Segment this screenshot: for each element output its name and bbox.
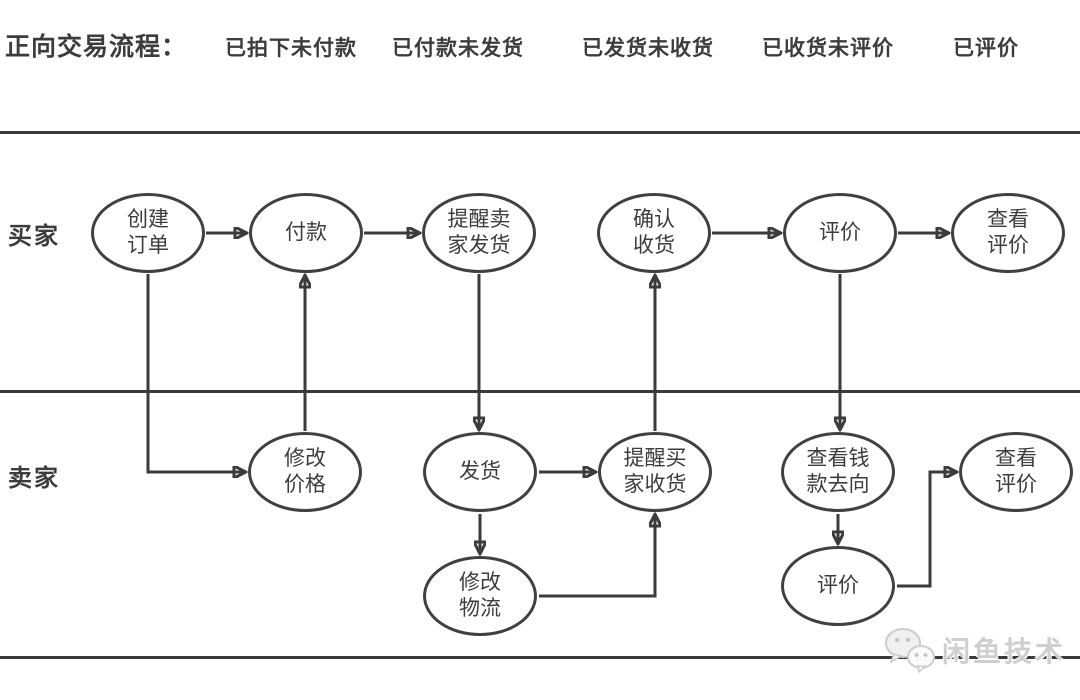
chat-bubbles-icon — [885, 628, 935, 674]
stage-label-received-unreviewed: 已收货未评价 — [762, 37, 894, 60]
edge-modify-logistics-to-remind-buyer-receive — [539, 515, 655, 598]
node-check-money-flow: 查看钱 款去向 — [781, 432, 895, 512]
lane-divider — [0, 390, 1080, 393]
header-divider — [0, 131, 1080, 134]
lane-label-seller: 卖家 — [8, 465, 60, 492]
bottom-divider — [0, 656, 1080, 659]
node-modify-logistics: 修改 物流 — [423, 556, 537, 636]
stage-label-reviewed: 已评价 — [953, 37, 1019, 60]
node-seller-review: 评价 — [781, 546, 895, 626]
node-ship: 发货 — [423, 432, 537, 512]
lane-label-buyer: 买家 — [8, 223, 60, 250]
node-confirm-receipt: 确认 收货 — [597, 193, 711, 273]
node-buyer-review: 评价 — [783, 193, 897, 273]
stage-label-shipped-unreceived: 已发货未收货 — [582, 37, 714, 60]
node-pay: 付款 — [249, 193, 363, 273]
stage-label-paid-unshipped: 已付款未发货 — [392, 37, 524, 60]
edge-create-order-to-modify-price — [146, 274, 245, 472]
watermark: 闲鱼技术 — [882, 626, 1066, 674]
stage-label-ordered-unpaid: 已拍下未付款 — [225, 37, 357, 60]
node-seller-view-review: 查看 评价 — [959, 432, 1073, 512]
diagram-title: 正向交易流程： — [5, 33, 188, 61]
node-remind-seller-ship: 提醒卖 家发货 — [422, 193, 536, 273]
node-create-order: 创建 订单 — [91, 193, 205, 273]
watermark-text: 闲鱼技术 — [942, 636, 1067, 667]
edge-seller-review-to-seller-view-review — [897, 472, 956, 588]
node-modify-price: 修改 价格 — [248, 432, 362, 512]
node-buyer-view-review: 查看 评价 — [951, 193, 1065, 273]
node-remind-buyer-receive: 提醒买 家收货 — [598, 432, 712, 512]
